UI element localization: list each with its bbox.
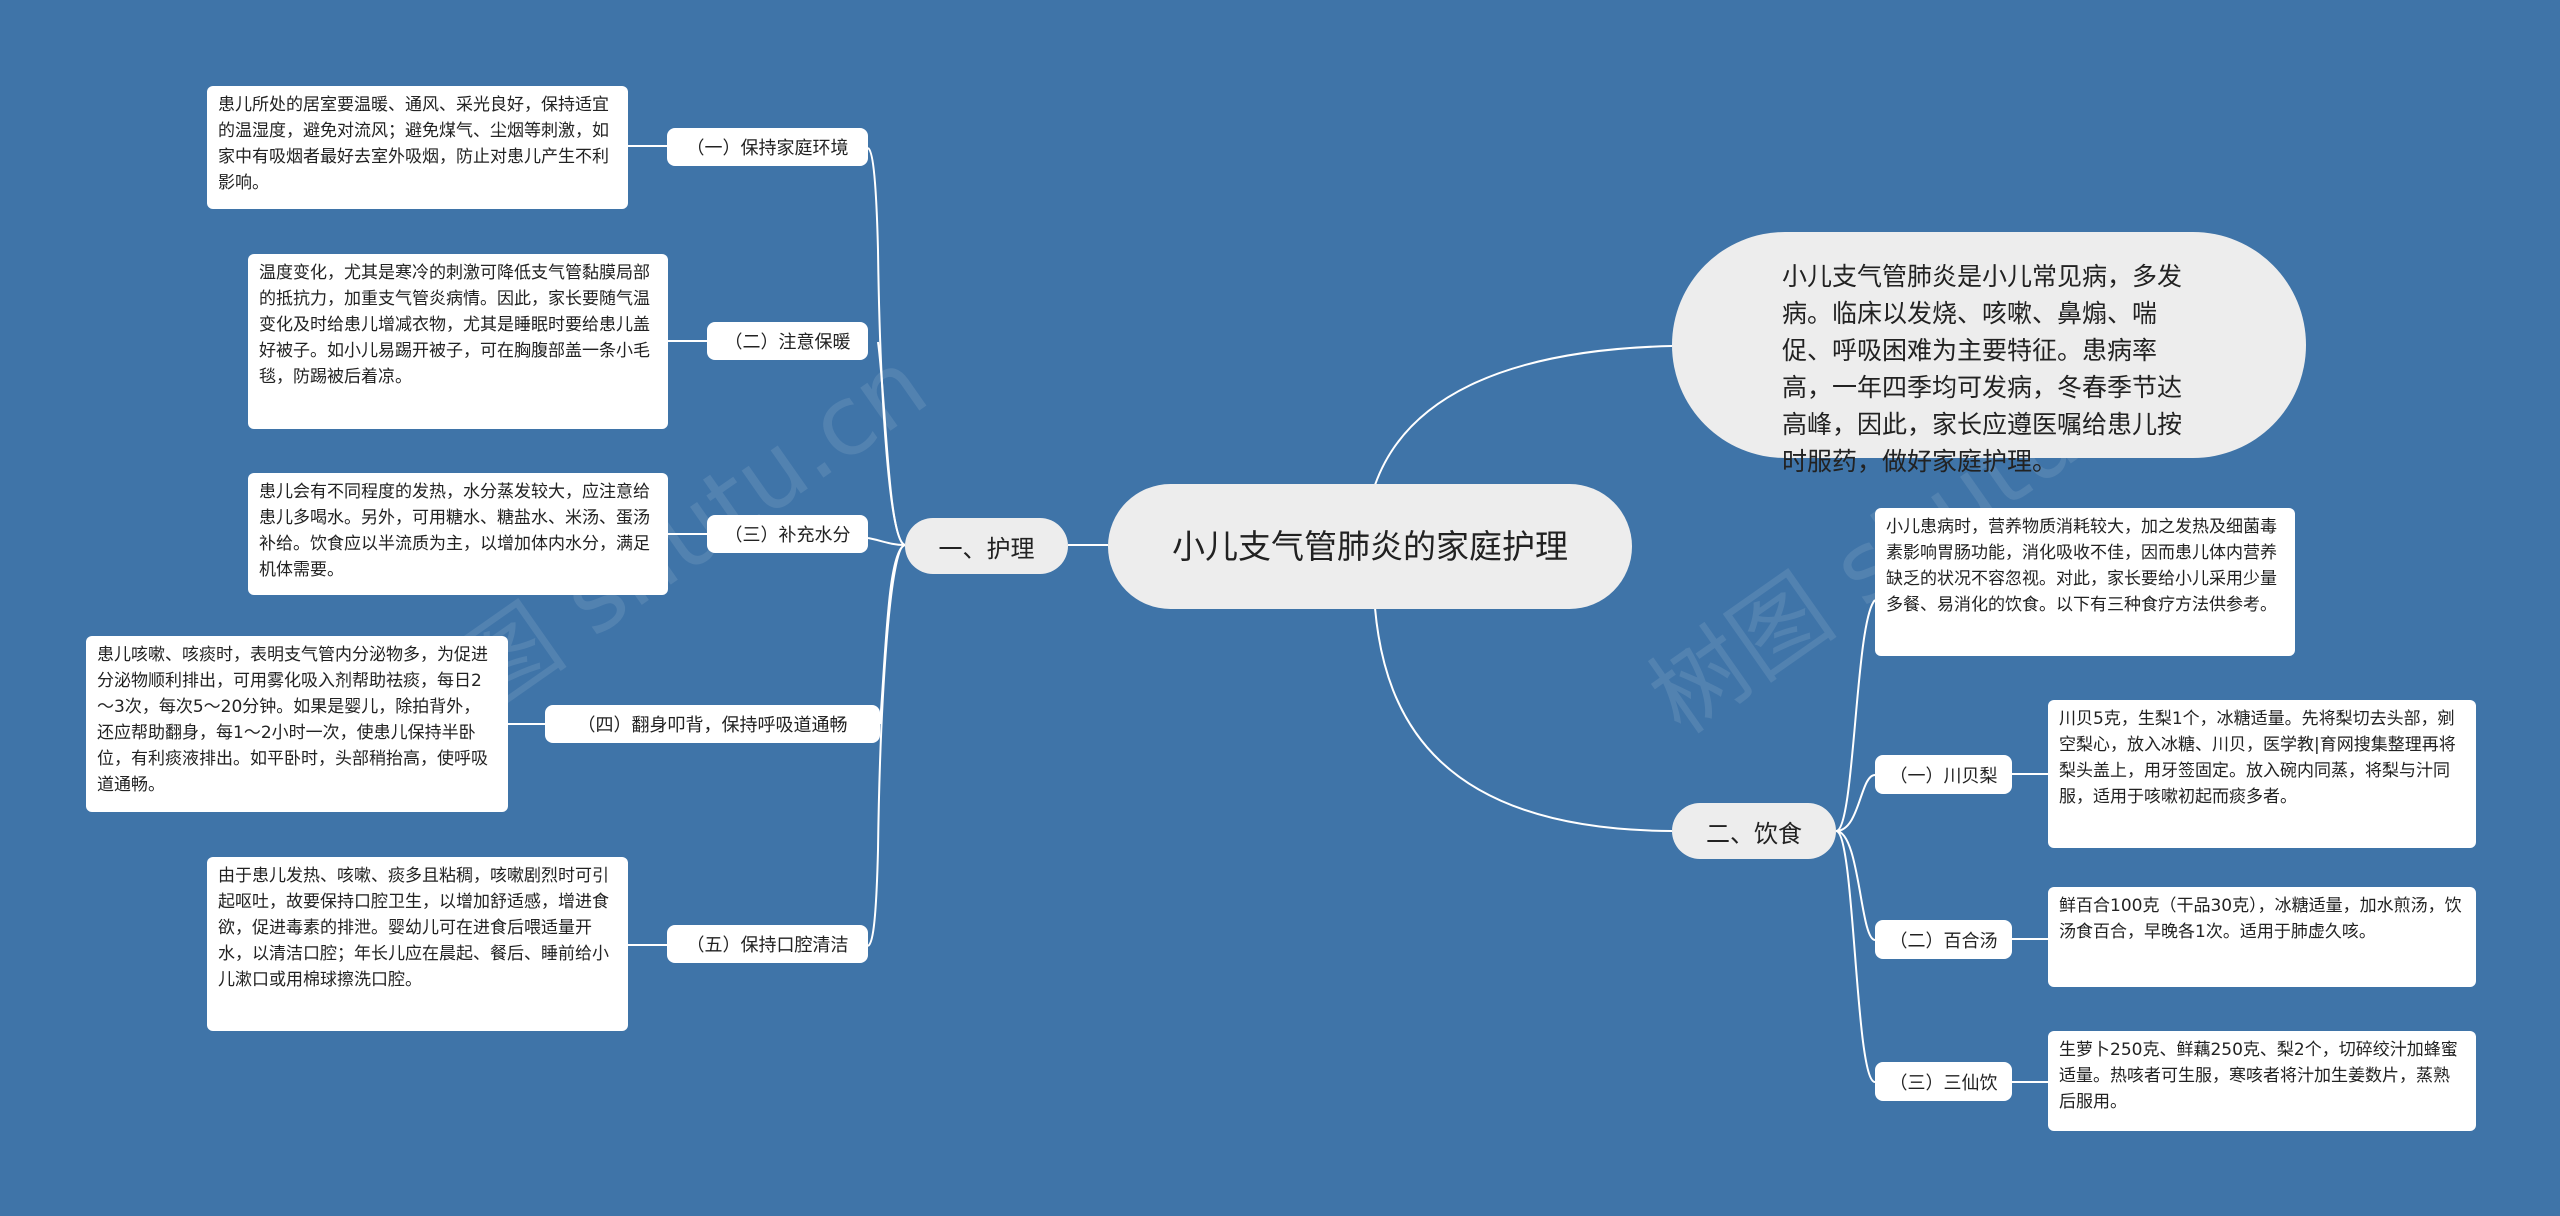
connector-nursing-2 bbox=[877, 341, 906, 546]
diet-note-1[interactable]: 川贝5克，生梨1个，冰糖适量。先将梨切去头部，剜空梨心，放入冰糖、川贝，医学教|… bbox=[2048, 700, 2476, 848]
nursing-note-1[interactable]: 患儿所处的居室要温暖、通风、采光良好，保持适宜的温湿度，避免对流风；避免煤气、尘… bbox=[207, 86, 628, 209]
connector-diet-note bbox=[1835, 599, 1876, 832]
branch-nursing[interactable]: 一、护理 bbox=[905, 518, 1068, 574]
diet-note-2[interactable]: 鲜百合100克（干品30克），冰糖适量，加水煎汤，饮汤食百合，早晚各1次。适用于… bbox=[2048, 887, 2476, 987]
branch-diet[interactable]: 二、饮食 bbox=[1672, 803, 1836, 859]
connector-diet-3 bbox=[1835, 830, 1876, 1083]
nursing-item-5[interactable]: （五）保持口腔清洁 bbox=[667, 925, 868, 963]
connector-nursing-5 bbox=[867, 544, 906, 947]
nursing-item-4[interactable]: （四）翻身叩背，保持呼吸道通畅 bbox=[545, 705, 880, 743]
diet-item-1[interactable]: （一）川贝梨 bbox=[1875, 755, 2012, 794]
root-topic[interactable]: 小儿支气管肺炎的家庭护理 bbox=[1108, 484, 1632, 609]
diet-item-2[interactable]: （二）百合汤 bbox=[1875, 920, 2012, 959]
connector-diet-1 bbox=[1835, 774, 1876, 832]
diet-note-3[interactable]: 生萝卜250克、鲜藕250克、梨2个，切碎绞汁加蜂蜜适量。热咳者可生服，寒咳者将… bbox=[2048, 1031, 2476, 1131]
connector-root-diet bbox=[1374, 607, 1673, 832]
intro-summary[interactable]: 小儿支气管肺炎是小儿常见病，多发病。临床以发烧、咳嗽、鼻煽、喘促、呼吸困难为主要… bbox=[1672, 232, 2306, 476]
connector-root-intro bbox=[1374, 345, 1673, 486]
connector-nursing-1 bbox=[867, 147, 906, 546]
diet-intro-note[interactable]: 小儿患病时，营养物质消耗较大，加之发热及细菌毒素影响胃肠功能，消化吸收不佳，因而… bbox=[1875, 508, 2295, 656]
diet-item-3[interactable]: （三）三仙饮 bbox=[1875, 1062, 2012, 1101]
connector-nursing-3 bbox=[867, 537, 906, 546]
nursing-note-3[interactable]: 患儿会有不同程度的发热，水分蒸发较大，应注意给患儿多喝水。另外，可用糖水、糖盐水… bbox=[248, 473, 668, 595]
nursing-item-1[interactable]: （一）保持家庭环境 bbox=[667, 128, 868, 166]
nursing-note-5[interactable]: 由于患儿发热、咳嗽、痰多且粘稠，咳嗽剧烈时可引起呕吐，故要保持口腔卫生，以增加舒… bbox=[207, 857, 628, 1031]
nursing-item-2[interactable]: （二）注意保暖 bbox=[707, 322, 868, 360]
nursing-note-2[interactable]: 温度变化，尤其是寒冷的刺激可降低支气管黏膜局部的抵抗力，加重支气管炎病情。因此，… bbox=[248, 254, 668, 429]
nursing-item-3[interactable]: （三）补充水分 bbox=[707, 515, 868, 553]
nursing-note-4[interactable]: 患儿咳嗽、咳痰时，表明支气管内分泌物多，为促进分泌物顺利排出，可用雾化吸入剂帮助… bbox=[86, 636, 508, 812]
connector-diet-2 bbox=[1835, 830, 1876, 941]
